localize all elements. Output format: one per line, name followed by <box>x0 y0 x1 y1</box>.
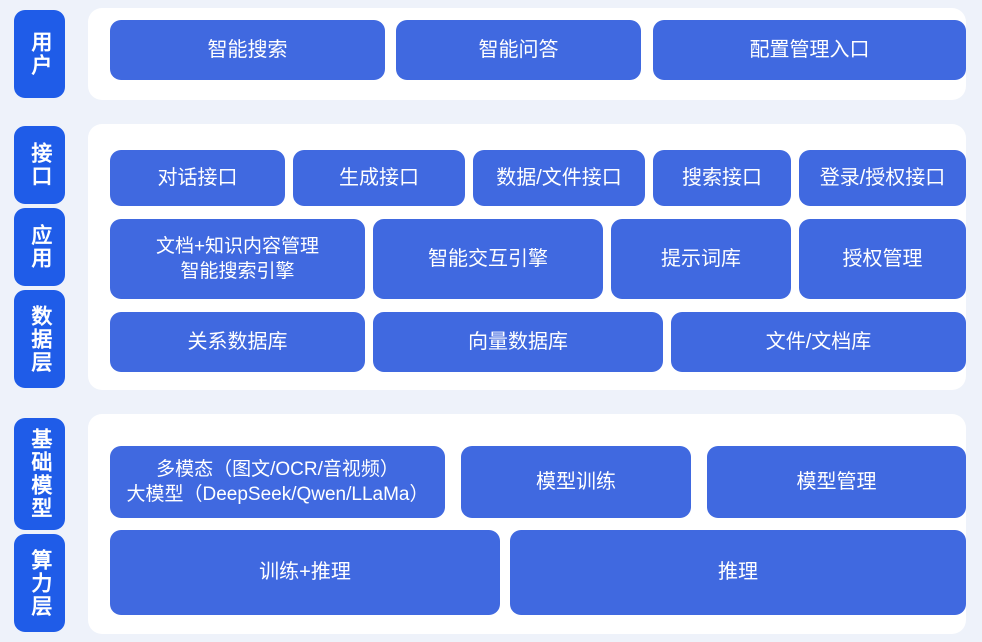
box-generation-api[interactable]: 生成接口 <box>293 150 465 206</box>
layer-tab-application-label: 应用 <box>28 224 52 270</box>
box-vector-database[interactable]: 向量数据库 <box>373 312 663 372</box>
box-model-training[interactable]: 模型训练 <box>461 446 691 518</box>
layer-tab-user[interactable]: 用户 <box>14 10 65 98</box>
layer-tab-compute-label: 算力层 <box>28 548 52 618</box>
box-multimodal-large-model[interactable]: 多模态（图文/OCR/音视频） 大模型（DeepSeek/Qwen/LLaMa） <box>110 446 445 518</box>
box-prompt-library[interactable]: 提示词库 <box>611 219 791 299</box>
box-inference[interactable]: 推理 <box>510 530 966 615</box>
layer-tab-interface[interactable]: 接口 <box>14 126 65 204</box>
box-login-authorization-api[interactable]: 登录/授权接口 <box>799 150 966 206</box>
box-smart-search[interactable]: 智能搜索 <box>110 20 385 80</box>
box-config-management-entry[interactable]: 配置管理入口 <box>653 20 966 80</box>
layer-tab-interface-label: 接口 <box>28 142 52 188</box>
box-file-document-store[interactable]: 文件/文档库 <box>671 312 966 372</box>
box-model-management[interactable]: 模型管理 <box>707 446 966 518</box>
layer-tab-compute[interactable]: 算力层 <box>14 534 65 632</box>
box-search-api[interactable]: 搜索接口 <box>653 150 791 206</box>
layer-tab-foundation-model[interactable]: 基础模型 <box>14 418 65 530</box>
box-training-and-inference[interactable]: 训练+推理 <box>110 530 500 615</box>
layer-tab-application[interactable]: 应用 <box>14 208 65 286</box>
layer-tab-foundation-model-label: 基础模型 <box>28 428 52 520</box>
box-data-file-api[interactable]: 数据/文件接口 <box>473 150 645 206</box>
layer-tab-data-label: 数据层 <box>28 304 52 374</box>
layer-tab-user-label: 用户 <box>28 31 52 77</box>
box-relational-database[interactable]: 关系数据库 <box>110 312 365 372</box>
box-intelligent-interaction-engine[interactable]: 智能交互引擎 <box>373 219 603 299</box>
box-dialog-api[interactable]: 对话接口 <box>110 150 285 206</box>
box-document-knowledge-management[interactable]: 文档+知识内容管理 智能搜索引擎 <box>110 219 365 299</box>
box-authorization-management[interactable]: 授权管理 <box>799 219 966 299</box>
box-smart-qa[interactable]: 智能问答 <box>396 20 641 80</box>
layer-tab-data[interactable]: 数据层 <box>14 290 65 388</box>
